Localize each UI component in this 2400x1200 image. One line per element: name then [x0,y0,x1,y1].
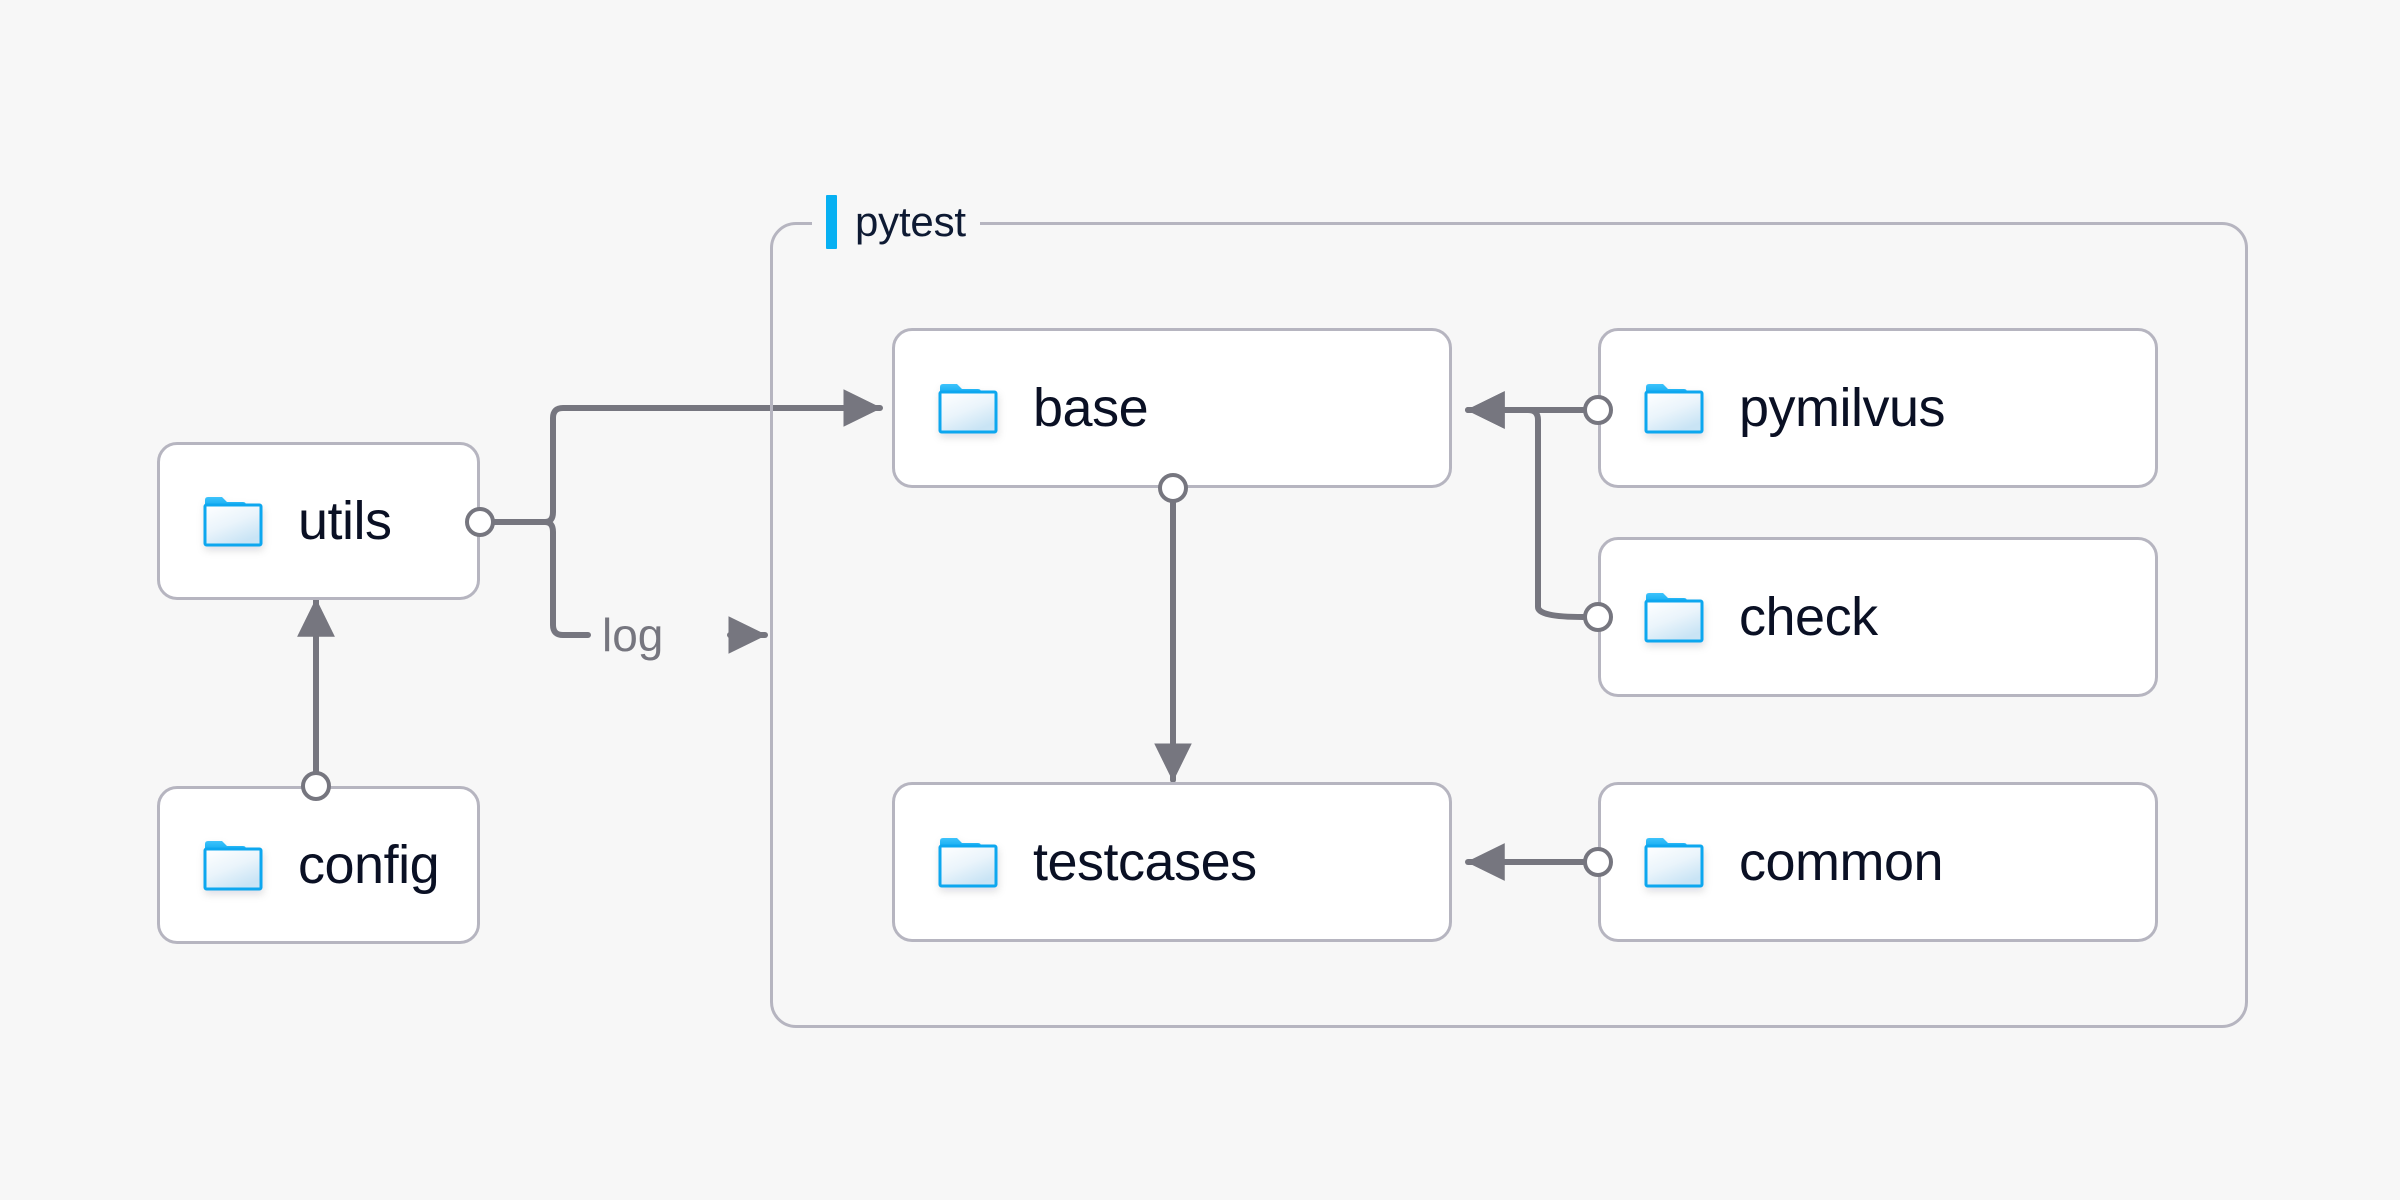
folder-icon [937,381,999,435]
node-label-utils: utils [298,491,392,551]
edge-utils-to-pytest-log [484,519,591,638]
node-label-pymilvus: pymilvus [1739,378,1946,438]
node-label-base: base [1033,378,1149,438]
node-common[interactable]: common [1598,782,2158,942]
connector-utils-right[interactable] [465,507,495,537]
folder-icon [1643,590,1705,644]
node-label-common: common [1739,832,1944,892]
connector-pymilvus-left[interactable] [1583,395,1613,425]
edge-label-log: log [602,609,664,661]
node-pymilvus[interactable]: pymilvus [1598,328,2158,488]
node-label-testcases: testcases [1033,832,1257,892]
connector-base-bottom[interactable] [1158,473,1188,503]
node-base[interactable]: base [892,328,1452,488]
pytest-group-container [770,222,2248,1028]
group-accent-bar [826,195,837,249]
connector-common-left[interactable] [1583,847,1613,877]
connector-config-top[interactable] [301,771,331,801]
connector-check-left[interactable] [1583,602,1613,632]
group-title-text: pytest [855,198,966,245]
node-config[interactable]: config [157,786,480,944]
node-utils[interactable]: utils [157,442,480,600]
folder-icon [937,835,999,889]
node-testcases[interactable]: testcases [892,782,1452,942]
node-label-config: config [298,835,440,895]
node-check[interactable]: check [1598,537,2158,697]
node-label-check: check [1739,587,1878,647]
folder-icon [202,838,264,892]
folder-icon [1643,381,1705,435]
folder-icon [1643,835,1705,889]
folder-icon [202,494,264,548]
pytest-group-label: pytest [812,195,980,249]
